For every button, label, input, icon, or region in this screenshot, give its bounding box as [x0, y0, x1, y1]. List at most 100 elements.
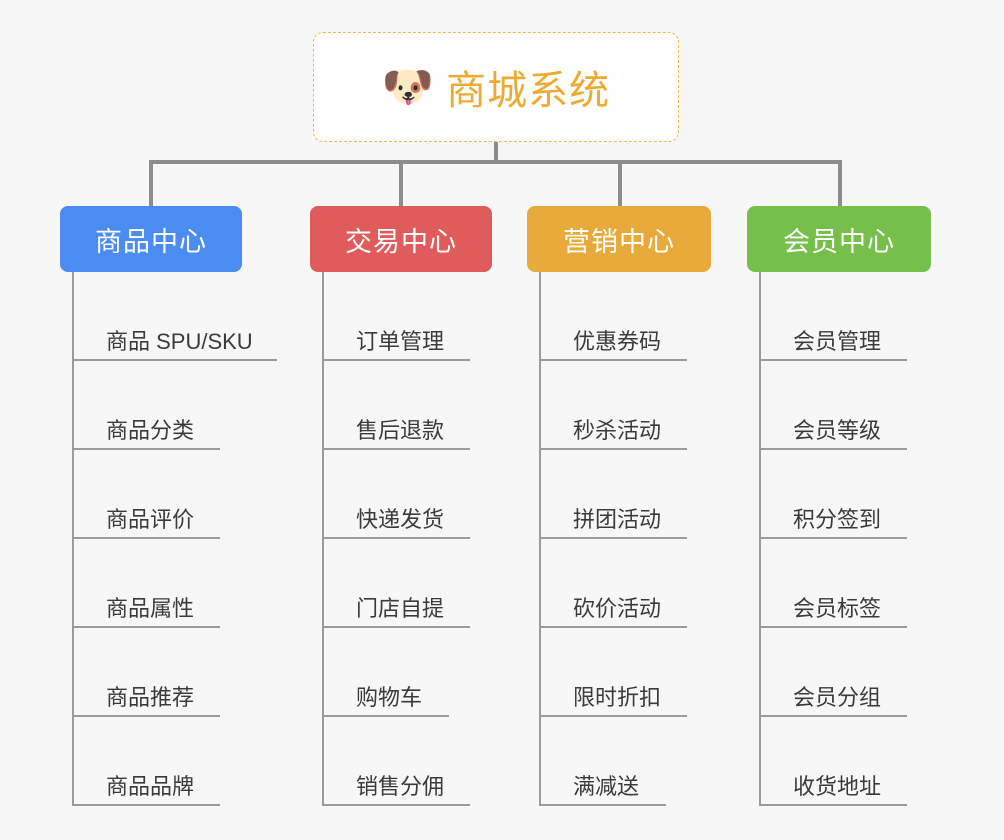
- list-item-label: 商品属性: [106, 596, 195, 621]
- list-item-label: 满减送: [573, 774, 640, 799]
- list-item-rule: [322, 448, 470, 450]
- branch-column-1: 商品中心 商品 SPU/SKU 商品分类 商品评价 商品属性 商品推荐: [60, 206, 277, 806]
- branch-spine: [72, 272, 74, 806]
- dog-face-icon: 🐶: [381, 63, 435, 110]
- branch-header-label: 会员中心: [783, 226, 895, 257]
- list-item-label: 商品推荐: [106, 685, 195, 710]
- list-item[interactable]: 商品评价: [60, 450, 242, 539]
- connector-drop-1: [149, 160, 153, 208]
- list-item-rule: [759, 448, 907, 450]
- list-item-rule: [322, 359, 470, 361]
- list-item[interactable]: 商品推荐: [60, 628, 242, 717]
- list-item[interactable]: 拼团活动: [527, 450, 711, 539]
- list-item-rule: [72, 715, 220, 717]
- list-item-label: 商品分类: [106, 418, 195, 443]
- branch-column-4: 会员中心 会员管理 会员等级 积分签到 会员标签 会员分组: [747, 206, 931, 806]
- list-item-rule: [539, 715, 687, 717]
- list-item[interactable]: 购物车: [310, 628, 492, 717]
- branch-items-1: 商品 SPU/SKU 商品分类 商品评价 商品属性 商品推荐 商品品牌: [60, 272, 277, 806]
- branch-column-3: 营销中心 优惠券码 秒杀活动 拼团活动 砍价活动 限时折扣: [527, 206, 711, 806]
- branch-header-label: 交易中心: [345, 226, 457, 257]
- branch-column-2: 交易中心 订单管理 售后退款 快递发货 门店自提 购物车: [310, 206, 492, 806]
- list-item[interactable]: 门店自提: [310, 539, 492, 628]
- list-item-label: 会员分组: [793, 685, 882, 710]
- list-item-label: 商品评价: [106, 507, 195, 532]
- connector-drop-4: [838, 160, 842, 208]
- list-item-rule: [72, 359, 277, 361]
- list-item[interactable]: 砍价活动: [527, 539, 711, 628]
- connector-horizontal-bus: [149, 160, 842, 164]
- list-item-rule: [72, 626, 220, 628]
- list-item-rule: [539, 448, 687, 450]
- list-item-rule: [759, 715, 907, 717]
- list-item[interactable]: 售后退款: [310, 361, 492, 450]
- list-item-rule: [759, 359, 907, 361]
- list-item-rule: [759, 537, 907, 539]
- list-item-rule: [72, 804, 220, 806]
- list-item[interactable]: 商品 SPU/SKU: [60, 272, 277, 361]
- list-item-label: 售后退款: [356, 418, 445, 443]
- root-node[interactable]: 🐶 商城系统: [313, 32, 679, 142]
- list-item-label: 会员标签: [793, 596, 882, 621]
- list-item-label: 积分签到: [793, 507, 882, 532]
- list-item[interactable]: 满减送: [527, 717, 711, 806]
- branch-header-label: 营销中心: [563, 226, 675, 257]
- branch-header-3[interactable]: 营销中心: [527, 206, 711, 272]
- branch-header-1[interactable]: 商品中心: [60, 206, 242, 272]
- list-item-label: 砍价活动: [573, 596, 662, 621]
- branch-header-2[interactable]: 交易中心: [310, 206, 492, 272]
- list-item-label: 秒杀活动: [573, 418, 662, 443]
- list-item-label: 商品品牌: [106, 774, 195, 799]
- list-item-label: 收货地址: [793, 774, 882, 799]
- list-item[interactable]: 快递发货: [310, 450, 492, 539]
- branch-spine: [322, 272, 324, 806]
- list-item-rule: [322, 804, 470, 806]
- list-item-label: 拼团活动: [573, 507, 662, 532]
- list-item-rule: [759, 804, 907, 806]
- connector-drop-3: [618, 160, 622, 208]
- list-item-label: 订单管理: [356, 329, 445, 354]
- list-item[interactable]: 会员标签: [747, 539, 931, 628]
- list-item-label: 门店自提: [356, 596, 445, 621]
- list-item-label: 会员等级: [793, 418, 882, 443]
- list-item-rule: [539, 804, 666, 806]
- list-item-label: 快递发货: [356, 507, 445, 532]
- list-item[interactable]: 优惠券码: [527, 272, 711, 361]
- branch-items-4: 会员管理 会员等级 积分签到 会员标签 会员分组 收货地址: [747, 272, 931, 806]
- list-item-label: 购物车: [356, 685, 423, 710]
- branch-items-3: 优惠券码 秒杀活动 拼团活动 砍价活动 限时折扣 满减送: [527, 272, 711, 806]
- list-item-rule: [322, 537, 470, 539]
- list-item[interactable]: 会员分组: [747, 628, 931, 717]
- list-item[interactable]: 商品品牌: [60, 717, 242, 806]
- list-item-label: 优惠券码: [573, 329, 662, 354]
- branch-header-4[interactable]: 会员中心: [747, 206, 931, 272]
- list-item-rule: [322, 626, 470, 628]
- list-item[interactable]: 销售分佣: [310, 717, 492, 806]
- list-item[interactable]: 会员管理: [747, 272, 931, 361]
- connector-root-stem: [494, 142, 498, 164]
- list-item-rule: [759, 626, 907, 628]
- list-item-rule: [539, 537, 687, 539]
- list-item-label: 销售分佣: [356, 774, 445, 799]
- list-item-rule: [539, 626, 687, 628]
- list-item[interactable]: 商品分类: [60, 361, 242, 450]
- list-item[interactable]: 订单管理: [310, 272, 492, 361]
- list-item[interactable]: 限时折扣: [527, 628, 711, 717]
- list-item-label: 限时折扣: [573, 685, 662, 710]
- branch-spine: [539, 272, 541, 806]
- branch-header-label: 商品中心: [95, 226, 207, 257]
- connector-drop-2: [399, 160, 403, 208]
- list-item[interactable]: 秒杀活动: [527, 361, 711, 450]
- list-item-label: 商品 SPU/SKU: [106, 329, 253, 354]
- root-title: 商城系统: [446, 69, 611, 113]
- list-item[interactable]: 会员等级: [747, 361, 931, 450]
- list-item-label: 会员管理: [793, 329, 882, 354]
- list-item[interactable]: 收货地址: [747, 717, 931, 806]
- list-item[interactable]: 积分签到: [747, 450, 931, 539]
- list-item-rule: [72, 448, 220, 450]
- list-item-rule: [72, 537, 220, 539]
- list-item[interactable]: 商品属性: [60, 539, 242, 628]
- branch-spine: [759, 272, 761, 806]
- list-item-rule: [322, 715, 449, 717]
